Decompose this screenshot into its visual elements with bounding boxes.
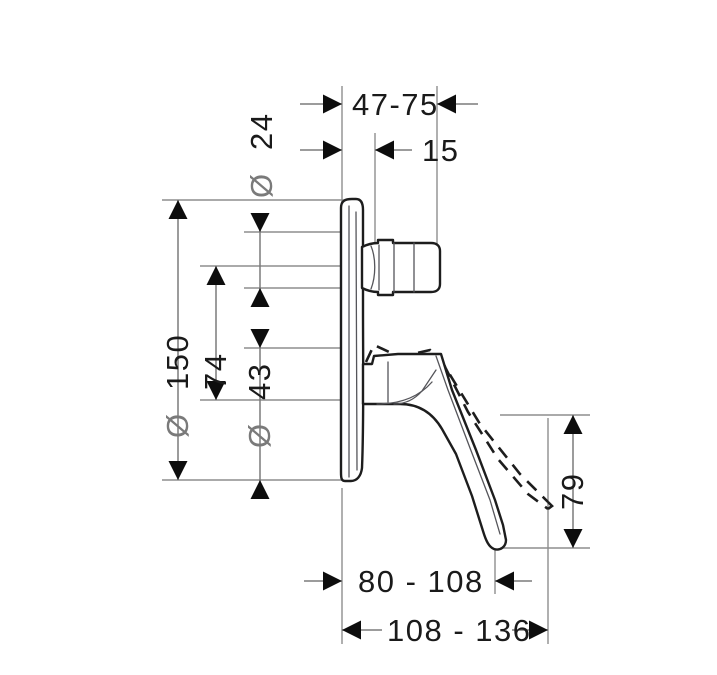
- dimension-label-80-108: 80 - 108: [358, 564, 484, 599]
- diameter-symbol-24: Ø: [244, 174, 279, 198]
- dimension-diameter-24: 24 Ø: [244, 113, 279, 198]
- dimension-diameter-43: 43 Ø: [242, 213, 277, 499]
- dimension-label-74: 74: [198, 353, 233, 390]
- dimension-height-74: 74: [198, 266, 233, 400]
- dimension-label-108-136: 108 - 136: [387, 613, 532, 648]
- faceplate-escutcheon: [339, 197, 365, 483]
- dimension-diameter-150: 150 Ø: [160, 200, 195, 480]
- dimension-label-47-75: 47-75: [352, 87, 439, 122]
- dimension-label-24: 24: [244, 113, 279, 150]
- extension-lines: [162, 86, 590, 644]
- dimension-projection-108-136: 108 - 136: [342, 612, 548, 648]
- diverter-knob: [360, 238, 442, 297]
- dimension-height-79: 79: [555, 415, 590, 548]
- dimension-label-150: 150: [160, 334, 195, 390]
- diameter-symbol-150: Ø: [160, 414, 195, 438]
- dimension-depth-15: 15: [300, 133, 459, 168]
- dimension-projection-80-108: 80 - 108: [304, 564, 532, 599]
- dimension-depth-47-75: 47-75: [300, 87, 478, 122]
- dimension-label-15: 15: [422, 133, 459, 168]
- dimension-label-43: 43: [242, 363, 277, 400]
- lever-handle: [361, 352, 508, 551]
- diameter-symbol-43: Ø: [242, 424, 277, 448]
- dimension-label-79: 79: [555, 473, 590, 510]
